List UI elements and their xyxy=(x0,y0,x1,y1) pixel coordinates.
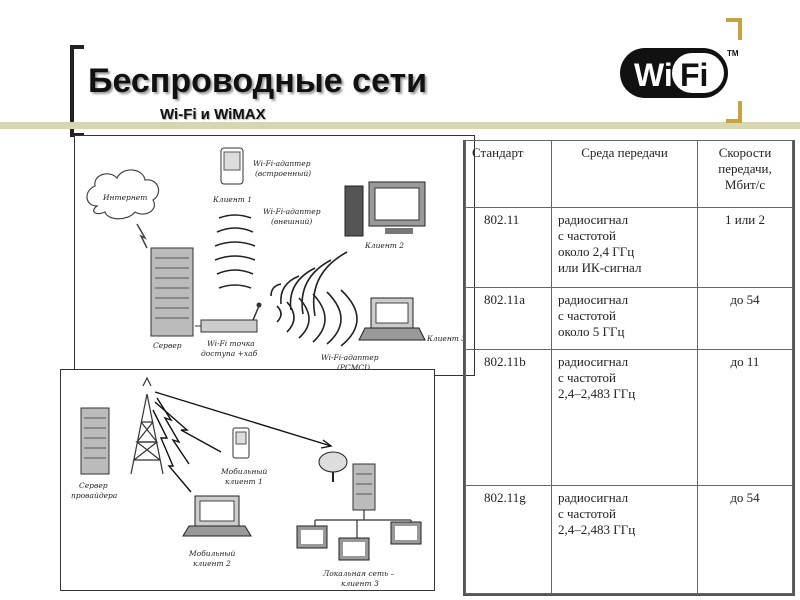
internet-cloud-icon xyxy=(86,169,160,220)
mobile1-label-2: клиент 1 xyxy=(225,477,263,486)
ap-label-1: Wi-Fi точка xyxy=(207,339,255,348)
cell-standard: 802.11 xyxy=(465,207,552,288)
cell-standard: 802.11g xyxy=(465,485,552,594)
header-speed: Скорости передачи, Мбит/с xyxy=(697,140,793,208)
client3-label: Клиент 3 xyxy=(426,334,466,343)
adapter-builtin-label-1: Wi-Fi-адаптер xyxy=(253,159,311,168)
ap-label-2: доступа +хаб xyxy=(201,349,258,358)
cell-speed: до 11 xyxy=(697,349,793,486)
radio-tower-icon xyxy=(130,376,164,475)
radio-link-arrows xyxy=(152,391,333,493)
lan-label-1: Локальная сеть – xyxy=(322,569,395,578)
mobile2-label-1: Мобильный xyxy=(188,549,236,558)
wave-client2-icon xyxy=(270,251,348,317)
lan-pc-icon xyxy=(296,521,422,561)
logo-text-wi: Wi xyxy=(634,57,673,93)
slide-subtitle: Wi-Fi и WiMAX xyxy=(160,106,266,123)
wifi-network-diagram: Интернет Сервер Wi-Fi точка доступа +хаб… xyxy=(86,147,466,372)
server-label: Сервер xyxy=(153,341,182,350)
wimax-network-figure: Сервер провайдера Мобильный клиент 1 Моб… xyxy=(60,369,435,591)
client2-label: Клиент 2 xyxy=(364,241,404,250)
adapter-external-label-1: Wi-Fi-адаптер xyxy=(263,207,321,216)
cell-speed: 1 или 2 xyxy=(697,207,793,288)
adapter-external-label-2: (внешний) xyxy=(271,217,312,226)
client1-label: Клиент 1 xyxy=(212,195,252,204)
provider-label-1: Сервер xyxy=(79,481,108,490)
internet-label: Интернет xyxy=(102,193,147,202)
header-standard: Стандарт xyxy=(465,140,552,208)
access-point-icon xyxy=(200,319,258,333)
wave-client3-icon xyxy=(276,289,358,347)
lan-server-icon xyxy=(352,463,376,511)
table-row: 802.11g радиосигнал с частотой 2,4–2,483… xyxy=(465,485,793,594)
header-medium: Среда передачи xyxy=(551,140,698,208)
mobile2-label-2: клиент 2 xyxy=(193,559,231,568)
server-icon xyxy=(150,247,194,337)
table-header-row: Стандарт Среда передачи Скорости передач… xyxy=(465,140,793,208)
wifi-network-figure: Интернет Сервер Wi-Fi точка доступа +хаб… xyxy=(74,135,475,376)
table-row: 802.11b радиосигнал с частотой 2,4–2,483… xyxy=(465,349,793,486)
lan-label-2: клиент 3 xyxy=(341,579,379,588)
satellite-dish-icon xyxy=(318,451,348,473)
internet-link-icon xyxy=(136,223,148,249)
logo-tm: TM xyxy=(727,49,739,58)
provider-label-2: провайдера xyxy=(71,491,117,500)
cell-speed: до 54 xyxy=(697,485,793,594)
lan-cables xyxy=(314,510,412,540)
slide-title: Беспроводные сети xyxy=(88,62,428,100)
provider-server-icon xyxy=(80,407,110,475)
title-rule xyxy=(0,122,800,129)
table-row: 802.11 радиосигнал с частотой около 2,4 … xyxy=(465,207,793,288)
adapter-pcmci-label-1: Wi-Fi-адаптер xyxy=(321,353,379,362)
cell-speed: до 54 xyxy=(697,287,793,350)
wimax-network-diagram: Сервер провайдера Мобильный клиент 1 Моб… xyxy=(71,376,422,588)
client2-tower-icon xyxy=(344,185,364,237)
standards-table: Стандарт Среда передачи Скорости передач… xyxy=(465,140,793,594)
cell-medium: радиосигнал с частотой 2,4–2,483 ГГц xyxy=(551,485,698,594)
adapter-pcmci-label-2: (PCMCI) xyxy=(337,363,370,372)
wifi-logo: Wi Fi TM xyxy=(612,18,742,123)
logo-text-fi: Fi xyxy=(680,57,708,93)
cell-standard: 802.11b xyxy=(465,349,552,486)
standards-table-wrap: Стандарт Среда передачи Скорости передач… xyxy=(463,140,795,596)
mobile1-label-1: Мобильный xyxy=(220,467,268,476)
logo-bracket-top xyxy=(726,18,742,40)
logo-bracket-bottom xyxy=(726,101,742,123)
wifi-logo-mark: Wi Fi TM xyxy=(620,48,739,98)
adapter-builtin-label-2: (встроенный) xyxy=(255,169,311,178)
cell-standard: 802.11a xyxy=(465,287,552,350)
table-row: 802.11a радиосигнал с частотой около 5 Г… xyxy=(465,287,793,350)
cell-medium: радиосигнал с частотой около 2,4 ГГц или… xyxy=(551,207,698,288)
wave-up-icon xyxy=(214,214,256,289)
cell-medium: радиосигнал с частотой около 5 ГГц xyxy=(551,287,698,350)
cell-medium: радиосигнал с частотой 2,4–2,483 ГГц xyxy=(551,349,698,486)
